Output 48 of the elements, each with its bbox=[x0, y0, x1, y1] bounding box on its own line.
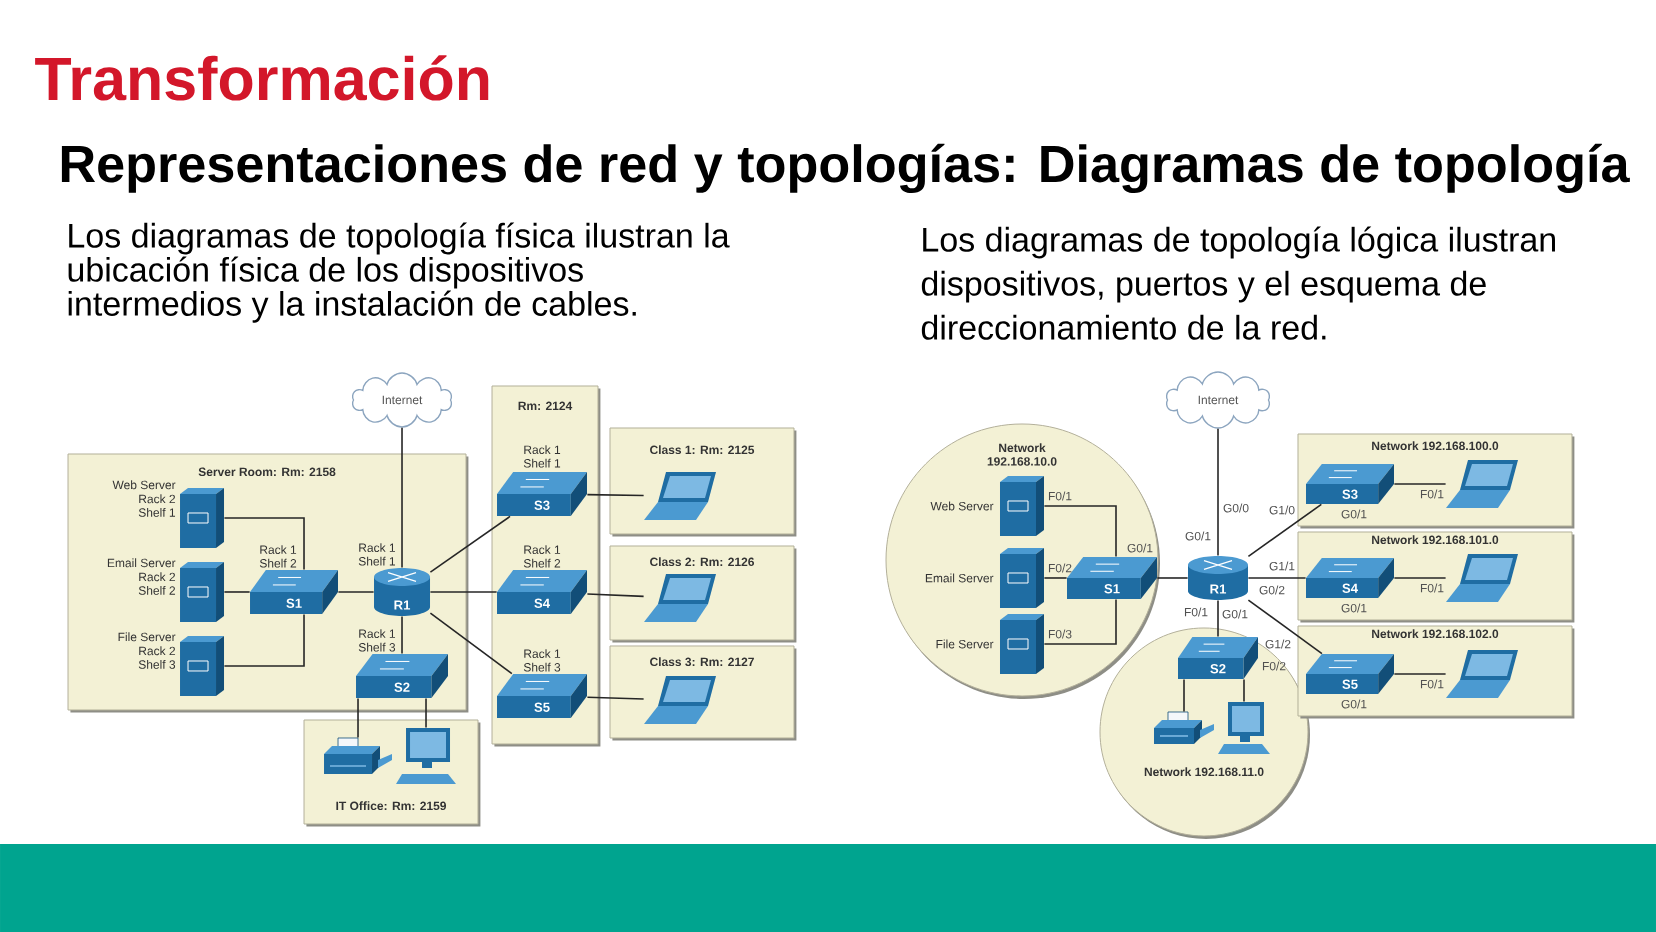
cable-line bbox=[401, 615, 403, 655]
computer-icon bbox=[1218, 702, 1270, 754]
server-icon bbox=[180, 562, 224, 622]
server-icon bbox=[180, 636, 224, 696]
cable-line bbox=[586, 696, 645, 700]
laptop-icon bbox=[644, 676, 716, 724]
server-icon bbox=[1000, 548, 1044, 608]
cable-line bbox=[223, 613, 305, 667]
cable-line bbox=[223, 517, 305, 571]
cable-line bbox=[1043, 598, 1117, 645]
cable-line bbox=[1043, 577, 1068, 579]
cable-line bbox=[1247, 577, 1307, 579]
cable-line bbox=[1043, 505, 1117, 558]
computer-icon bbox=[396, 728, 456, 784]
laptop-icon bbox=[1446, 650, 1518, 698]
cable-line bbox=[1243, 678, 1245, 703]
server-icon bbox=[1000, 614, 1044, 674]
server-icon bbox=[1000, 476, 1044, 536]
cable-line bbox=[586, 593, 645, 598]
cable-line bbox=[429, 612, 513, 675]
description-text: Los diagramas de topología lógica ilustran dispositivos, puertos y el esquema de direccionamiento de la red. bbox=[921, 226, 1555, 340]
cable-line bbox=[223, 591, 251, 593]
cable-line bbox=[1183, 678, 1185, 713]
cable-line bbox=[429, 515, 511, 573]
cable-line bbox=[357, 697, 359, 739]
laptop-icon bbox=[1446, 460, 1518, 508]
printer-icon bbox=[324, 737, 392, 774]
printer-icon bbox=[1154, 711, 1214, 744]
subtitle: Representaciones de red y topologías: Diagramas de topología bbox=[61, 143, 1630, 194]
cable-line bbox=[1393, 673, 1447, 675]
cable-line bbox=[1156, 577, 1189, 579]
cable-line bbox=[429, 591, 498, 593]
cable-line bbox=[401, 426, 403, 569]
laptop-icon bbox=[644, 574, 716, 622]
description-text: Los diagramas de topología física ilustran la ubicación física de los dispositivos intermedios y la instalación de cables. bbox=[68, 222, 730, 323]
laptop-icon bbox=[644, 472, 716, 520]
cable-line bbox=[337, 591, 375, 593]
cable-line bbox=[1393, 577, 1447, 579]
cable-line bbox=[1247, 599, 1323, 655]
cable-line bbox=[1393, 483, 1447, 485]
title: Transformación bbox=[35, 55, 489, 101]
cable-line bbox=[1217, 599, 1219, 638]
cable-line bbox=[586, 493, 645, 497]
laptop-icon bbox=[1446, 554, 1518, 602]
cable-line bbox=[425, 697, 427, 729]
cable-line bbox=[1247, 503, 1323, 558]
server-icon bbox=[180, 488, 224, 548]
cable-line bbox=[1217, 427, 1219, 557]
